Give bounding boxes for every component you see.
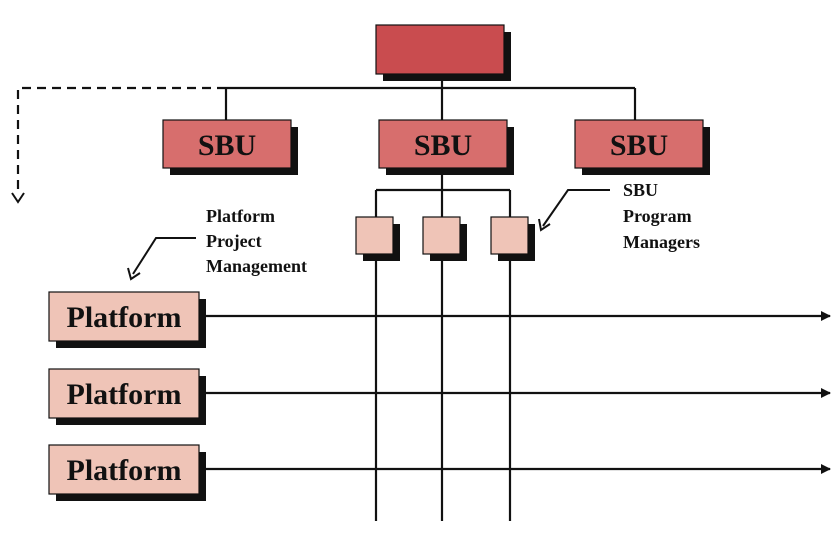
sbu-pm-line-2: Program: [623, 206, 692, 226]
platform-box-1: Platform: [48, 291, 206, 348]
sbu-label: SBU: [198, 129, 256, 162]
sbu-box-3: SBU: [574, 119, 710, 175]
platform-label: Platform: [67, 301, 182, 334]
program-manager-box-2: [422, 216, 467, 261]
sbu-label: SBU: [610, 129, 668, 162]
top-box: [375, 24, 511, 81]
platform-label: Platform: [67, 378, 182, 411]
program-manager-box-1: [355, 216, 400, 261]
platform-arrows: [198, 311, 831, 474]
sbu-box-1: SBU: [162, 119, 298, 175]
program-manager-box-3: [490, 216, 535, 261]
platform-pm-annotation: Platform Project Management: [127, 206, 307, 281]
platform-pm-line-3: Management: [206, 256, 307, 276]
sbu-box-2: SBU: [378, 119, 514, 175]
sbu-pm-line-1: SBU: [623, 180, 658, 200]
dashed-feedback-line: [11, 86, 226, 204]
platform-box-3: Platform: [48, 444, 206, 501]
platform-pm-line-1: Platform: [206, 206, 275, 226]
sbu-pm-pointer: [542, 189, 610, 227]
sbu-pm-annotation: SBU Program Managers: [538, 180, 700, 252]
platform-box-2: Platform: [48, 368, 206, 425]
sbu-pm-line-3: Managers: [623, 232, 700, 252]
platform-label: Platform: [67, 454, 182, 487]
platform-pm-line-2: Project: [206, 231, 262, 251]
platform-pm-pointer: [132, 237, 196, 275]
sbu-label: SBU: [414, 129, 472, 162]
